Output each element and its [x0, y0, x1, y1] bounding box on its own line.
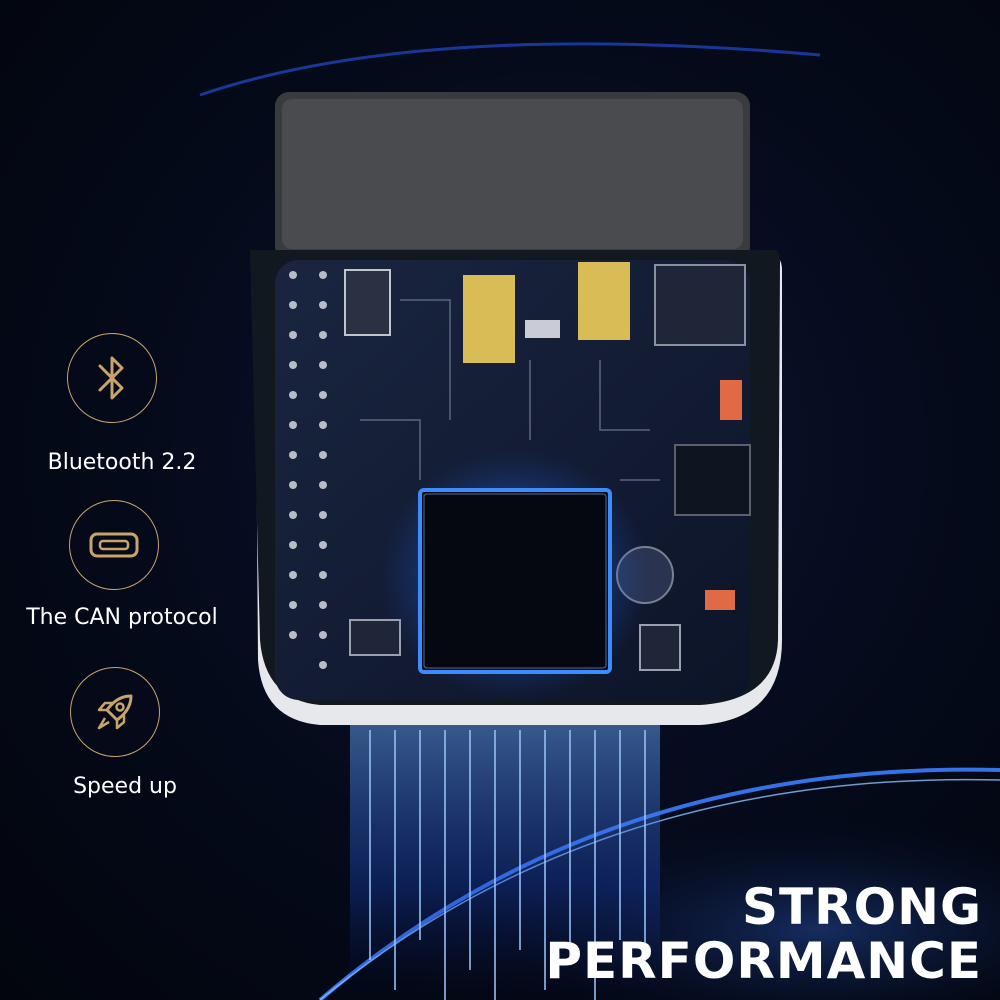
feature-icon-circle — [69, 500, 159, 590]
usb-port-icon — [89, 532, 139, 558]
feature-label-speed-up: Speed up — [73, 774, 177, 799]
feature-icon-circle — [70, 667, 160, 757]
rocket-icon — [97, 694, 133, 730]
feature-label-can-protocol: The CAN protocol — [26, 605, 218, 630]
feature-label-bluetooth: Bluetooth 2.2 — [47, 450, 197, 475]
headline-line-2: PERFORMANCE — [545, 932, 982, 990]
bluetooth-icon — [98, 356, 124, 400]
feature-icon-circle — [67, 333, 157, 423]
headline: STRONG PERFORMANCE — [545, 880, 982, 988]
headline-line-1: STRONG — [741, 878, 982, 936]
